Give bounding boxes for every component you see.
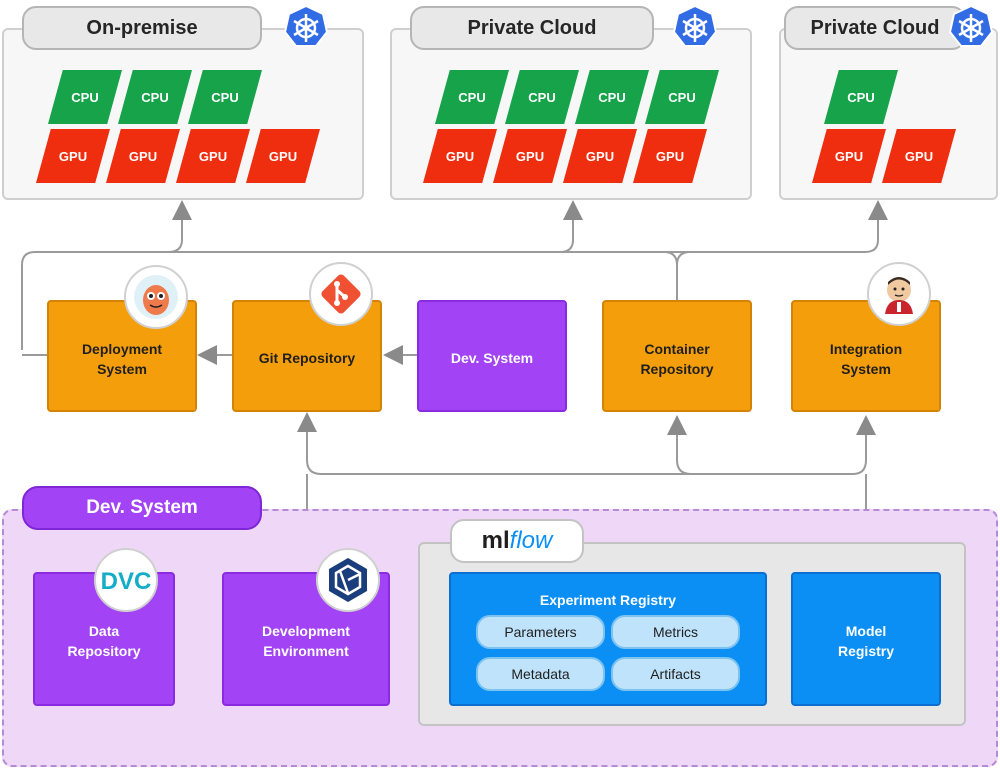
private-cloud-2-title: Private Cloud: [784, 6, 966, 50]
dev-system-label: Dev. System: [450, 350, 534, 366]
metadata-pill: Metadata: [476, 657, 605, 691]
mlflow-logo-flow: flow: [509, 527, 553, 554]
kubeflow-icon: [316, 548, 380, 612]
artifacts-pill: Artifacts: [611, 657, 740, 691]
git-repository-label: Git Repository: [258, 350, 356, 366]
gpu-chip: GPU: [423, 129, 497, 183]
model-registry-label-line2: Registry: [837, 643, 895, 659]
deployment-label-line1: Deployment: [81, 341, 163, 357]
mlflow-logo-ml: ml: [481, 527, 510, 554]
cpu-chip-label: CPU: [141, 89, 169, 105]
gpu-chip-label: GPU: [198, 148, 228, 164]
cpu-chip-label: CPU: [847, 89, 875, 105]
gpu-chip-label: GPU: [128, 148, 158, 164]
gpu-chip-label: GPU: [515, 148, 545, 164]
experiment-registry-title: Experiment Registry: [539, 592, 677, 608]
cpu-chip: CPU: [48, 70, 122, 124]
jenkins-icon: [867, 262, 931, 326]
data-repo-label-line1: Data: [88, 623, 120, 639]
cpu-chip-label: CPU: [211, 89, 239, 105]
cpu-chip: CPU: [435, 70, 509, 124]
data-repo-label-line2: Repository: [67, 643, 141, 659]
kubernetes-icon: [672, 4, 718, 47]
gpu-chip-label: GPU: [655, 148, 685, 164]
git-icon: [309, 262, 373, 326]
metrics-pill: Metrics: [611, 615, 740, 649]
argo-icon: [124, 265, 188, 329]
container-label-line1: Container: [644, 341, 710, 357]
cpu-chip-label: CPU: [598, 89, 626, 105]
gpu-chip-label: GPU: [58, 148, 88, 164]
dev-system-box: Dev. System: [417, 300, 567, 412]
gpu-chip-label: GPU: [904, 148, 934, 164]
private-cloud-1-title: Private Cloud: [410, 6, 654, 50]
container-label-line2: Repository: [640, 361, 714, 377]
on-premise-title: On-premise: [22, 6, 262, 50]
integration-label-line2: System: [841, 361, 891, 377]
cpu-chip-label: CPU: [458, 89, 486, 105]
gpu-chip-label: GPU: [585, 148, 615, 164]
parameters-pill: Parameters: [476, 615, 605, 649]
kubernetes-icon: [948, 4, 994, 47]
gpu-chip-label: GPU: [834, 148, 864, 164]
dvc-icon: DVC: [94, 548, 158, 612]
dev-env-label-line2: Environment: [263, 643, 349, 659]
integration-label-line1: Integration: [829, 341, 903, 357]
dev-env-label-line1: Development: [262, 623, 350, 639]
cpu-chip-label: CPU: [528, 89, 556, 105]
gpu-chip-label: GPU: [268, 148, 298, 164]
dev-system-zone-title: Dev. System: [22, 486, 262, 530]
model-registry-label-line1: Model: [845, 623, 887, 639]
gpu-chip: GPU: [246, 129, 320, 183]
cpu-chip-label: CPU: [668, 89, 696, 105]
kubernetes-icon: [283, 4, 329, 47]
deployment-label-line2: System: [97, 361, 147, 377]
gpu-chip-label: GPU: [445, 148, 475, 164]
cpu-chip-label: CPU: [71, 89, 99, 105]
dvc-logo-text: DVC: [101, 568, 152, 595]
